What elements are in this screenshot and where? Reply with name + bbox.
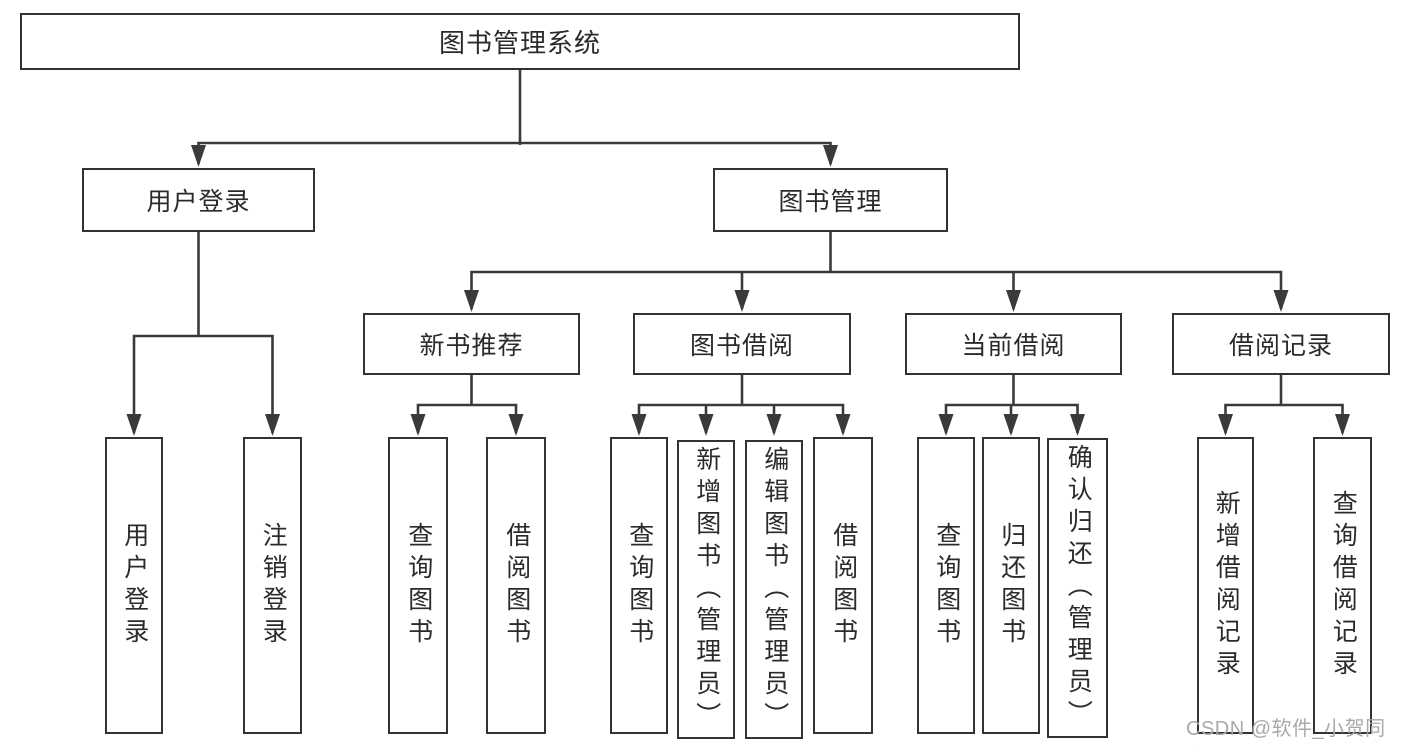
node-label: 借阅记录 [1228, 332, 1333, 360]
node-current-borrow: 当前借阅 [905, 313, 1122, 375]
node-label: 图书管理 [778, 188, 883, 216]
node-new-book-recommend: 新书推荐 [363, 313, 580, 375]
node-label: 用户登录 [146, 188, 251, 216]
leaf-return-book: 归还图书 [982, 437, 1040, 734]
node-book-management: 图书管理 [713, 168, 948, 232]
leaf-edit-book-admin: 编辑图书（管理员） [745, 440, 803, 739]
node-label: 图书借阅 [689, 332, 794, 360]
leaf-label: 查询图书 [625, 521, 654, 650]
leaf-label: 编辑图书（管理员） [760, 445, 789, 734]
leaf-label: 借阅图书 [502, 521, 531, 650]
node-borrow-records: 借阅记录 [1172, 313, 1390, 375]
leaf-borrow-book: 借阅图书 [813, 437, 873, 734]
node-label: 图书管理系统 [438, 28, 601, 58]
leaf-logout: 注销登录 [243, 437, 302, 734]
leaf-query-borrow-record: 查询借阅记录 [1313, 437, 1372, 734]
leaf-query-book-borrow: 查询图书 [610, 437, 668, 734]
leaf-label: 查询图书 [404, 521, 433, 650]
leaf-label: 新增借阅记录 [1212, 489, 1241, 682]
leaf-confirm-return-admin: 确认归还（管理员） [1047, 438, 1108, 738]
leaf-label: 确认归还（管理员） [1064, 444, 1093, 732]
leaf-label: 借阅图书 [829, 521, 858, 650]
node-book-borrow: 图书借阅 [633, 313, 851, 375]
leaf-label: 查询借阅记录 [1329, 489, 1358, 682]
node-label: 当前借阅 [961, 332, 1066, 360]
leaf-query-book-recommend: 查询图书 [388, 437, 448, 734]
leaf-label: 注销登录 [259, 521, 288, 650]
node-library-system: 图书管理系统 [20, 13, 1020, 70]
leaf-label: 新增图书（管理员） [692, 445, 721, 734]
watermark: CSDN @软件_小贺同学 [1186, 718, 1386, 740]
leaf-user-login: 用户登录 [105, 437, 163, 734]
leaf-label: 归还图书 [997, 521, 1026, 650]
leaf-add-book-admin: 新增图书（管理员） [677, 440, 735, 739]
node-user-login: 用户登录 [82, 168, 315, 232]
leaf-label: 用户登录 [120, 521, 149, 650]
leaf-borrow-book-recommend: 借阅图书 [486, 437, 546, 734]
leaf-add-borrow-record: 新增借阅记录 [1197, 437, 1254, 734]
node-label: 新书推荐 [419, 332, 524, 360]
leaf-query-book-current: 查询图书 [917, 437, 975, 734]
leaf-label: 查询图书 [932, 521, 961, 650]
